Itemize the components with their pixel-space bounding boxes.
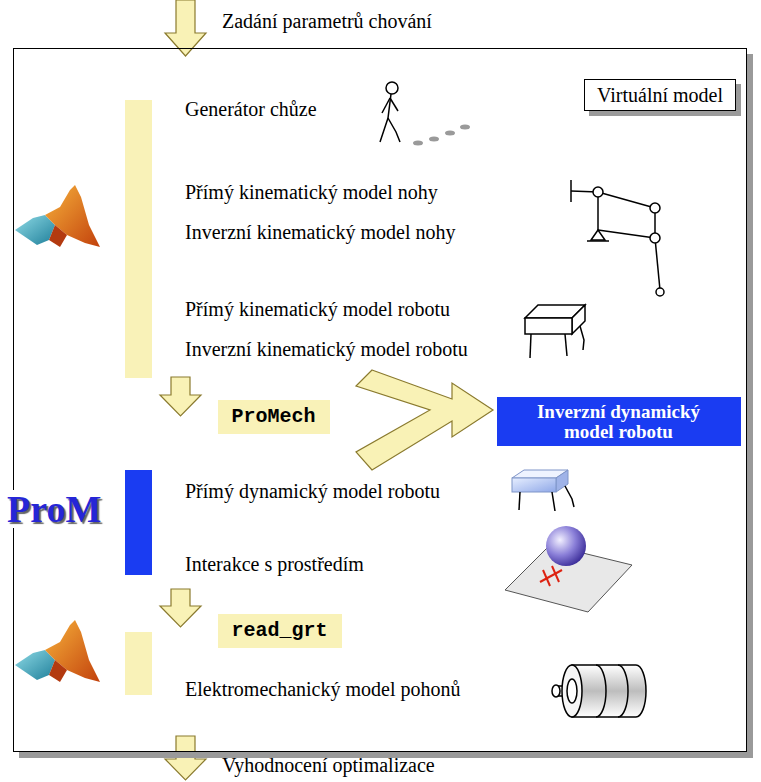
node-text: Inverzní dynamický model robotu — [519, 402, 719, 442]
frame-heading: Virtuální model — [597, 83, 723, 107]
leg-mechanism — [598, 192, 655, 208]
leg-mechanism — [591, 230, 605, 240]
step-label: Inverzní kinematický model robotu — [185, 338, 468, 361]
ground-contact — [505, 526, 632, 612]
walking-figure — [382, 98, 390, 113]
walking-figure — [390, 98, 398, 111]
flow-arrow — [165, 736, 206, 780]
motor-symbol — [552, 665, 646, 717]
section-bar — [125, 632, 152, 695]
matlab-logo — [15, 650, 55, 680]
node-text: read_grt — [232, 619, 328, 643]
walking-figure — [386, 82, 398, 94]
section-bar — [125, 100, 152, 378]
input-label: Zadání parametrů chování — [222, 10, 432, 33]
matlab-logo — [15, 215, 55, 245]
leg-mechanism — [587, 240, 609, 242]
leg-mechanism — [656, 288, 664, 296]
matlab-logo — [49, 660, 67, 682]
walking-figure — [388, 94, 391, 118]
walking-figure — [380, 82, 470, 146]
node-text: ProMech — [232, 405, 316, 429]
robot-solid — [512, 478, 556, 492]
motor-symbol — [572, 665, 646, 717]
robot-outline — [565, 334, 567, 356]
walking-figure — [413, 141, 423, 146]
ground-contact — [552, 566, 559, 582]
matlab-logo — [15, 185, 100, 247]
step-label: Inverzní kinematický model nohy — [185, 221, 455, 244]
walking-figure — [413, 125, 470, 146]
step-label: Generátor chůze — [185, 98, 317, 121]
robot-outline — [530, 334, 531, 358]
leg-mechanism — [650, 233, 660, 243]
section-bar — [125, 100, 152, 695]
robot-outline — [525, 305, 585, 358]
walking-figure — [460, 125, 470, 130]
tool-tag: read_grt — [218, 614, 342, 648]
step-label: Přímý kinematický model robotu — [185, 298, 450, 321]
robot-outline — [525, 318, 572, 334]
robot-solid — [552, 492, 555, 511]
output-label: Vyhodnocení optimalizace — [222, 754, 435, 777]
leg-mechanism — [571, 180, 664, 296]
robot-outline — [580, 326, 584, 350]
robot-solid — [519, 486, 574, 511]
step-label: Přímý dynamický model robotu — [185, 480, 440, 503]
motor-symbol — [552, 685, 560, 697]
leg-mechanism — [655, 238, 660, 290]
leg-mechanism — [598, 230, 655, 238]
flow-arrow — [356, 370, 493, 470]
walking-figure — [445, 131, 455, 136]
ground-contact — [546, 526, 586, 566]
matlab-logo — [45, 185, 100, 247]
matlab-logo — [45, 620, 100, 682]
leg-mechanism — [650, 203, 660, 213]
robot-solid — [565, 486, 574, 507]
tool-tag: ProMech — [218, 400, 330, 434]
step-label: Elektromechanický model pohonů — [185, 678, 460, 701]
robot-solid — [512, 470, 574, 511]
motor-symbol — [567, 679, 577, 703]
flow-arrow — [160, 377, 201, 416]
heading-box: Virtuální model — [584, 79, 736, 111]
motor-symbol — [562, 665, 582, 717]
robot-solid — [519, 492, 520, 510]
matlab-logo — [49, 225, 67, 247]
leg-mechanism — [593, 187, 603, 197]
robot-outline — [572, 305, 585, 334]
section-bar — [125, 470, 152, 575]
walking-figure — [380, 118, 388, 142]
motor-symbol — [596, 665, 606, 717]
process-box: Inverzní dynamický model robotu — [497, 397, 741, 447]
motor-symbol — [618, 665, 628, 717]
flow-arrow — [160, 0, 493, 780]
step-label: Interakce s prostředím — [185, 553, 364, 576]
matlab-logo — [15, 620, 100, 682]
model-frame: Virtuální modelProMech Inverzní dynamický… — [13, 48, 747, 752]
walking-figure — [388, 118, 400, 142]
flow-arrow — [160, 589, 201, 627]
ground-contact — [543, 570, 550, 586]
brand-label: ProM — [5, 490, 103, 528]
step-label: Přímý kinematický model nohy — [185, 181, 438, 204]
walking-figure — [429, 137, 439, 142]
ground-contact — [540, 566, 562, 586]
